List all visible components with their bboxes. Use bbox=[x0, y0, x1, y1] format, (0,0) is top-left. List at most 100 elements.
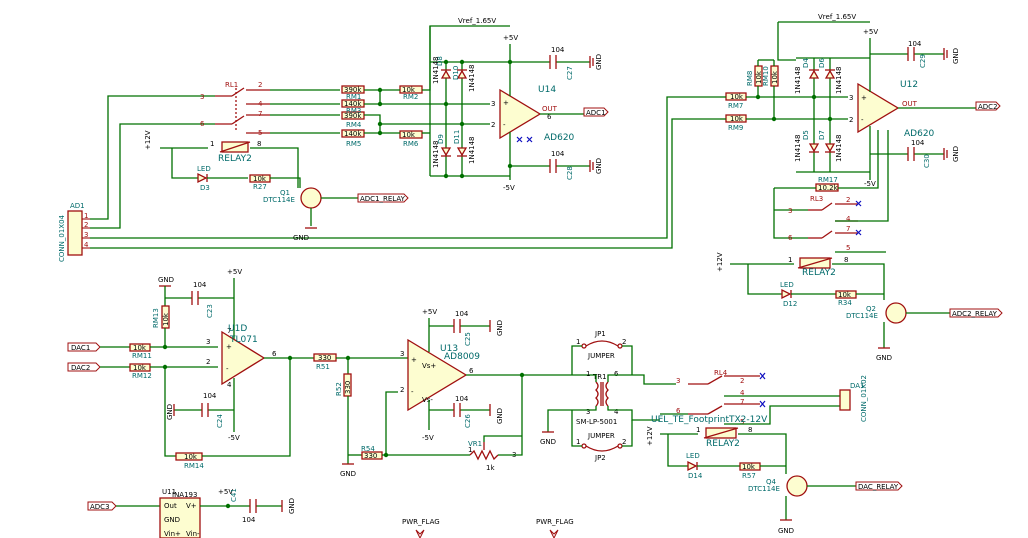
svg-text:C24: C24 bbox=[216, 414, 224, 428]
led-d3 bbox=[197, 172, 208, 184]
jumper-jp2 bbox=[585, 445, 619, 452]
svg-text:GND: GND bbox=[876, 354, 892, 362]
svg-text:C25: C25 bbox=[464, 332, 472, 346]
resistor-value: 10k bbox=[402, 131, 416, 139]
svg-text:3: 3 bbox=[849, 94, 853, 102]
svg-text:6: 6 bbox=[614, 370, 619, 378]
svg-text:4: 4 bbox=[614, 408, 619, 416]
relay-value: RELAY2 bbox=[218, 154, 252, 164]
opamp-u12 bbox=[857, 82, 900, 134]
pin-label: OUT bbox=[902, 100, 918, 108]
svg-text:330: 330 bbox=[318, 354, 331, 362]
svg-text:+5V: +5V bbox=[227, 268, 242, 276]
pin-label: 2 bbox=[84, 221, 88, 229]
resistor-ref: RM5 bbox=[346, 140, 361, 148]
svg-text:RM13: RM13 bbox=[152, 308, 160, 328]
svg-text:6: 6 bbox=[469, 367, 474, 375]
svg-text:10k: 10k bbox=[742, 463, 756, 471]
svg-text:D5: D5 bbox=[802, 130, 810, 140]
svg-text:D14: D14 bbox=[688, 472, 703, 480]
svg-text:-: - bbox=[226, 365, 229, 373]
svg-text:ADC1: ADC1 bbox=[586, 109, 606, 117]
cap-value: 104 bbox=[551, 150, 565, 158]
svg-text:3: 3 bbox=[206, 338, 210, 346]
svg-text:1: 1 bbox=[210, 140, 214, 148]
opamp-ref: U14 bbox=[538, 85, 556, 95]
relay-ref: RL3 bbox=[810, 195, 823, 203]
svg-text:1N4148: 1N4148 bbox=[835, 66, 843, 94]
diode-ref: D9 bbox=[437, 134, 445, 144]
diode-d11 bbox=[456, 147, 468, 157]
resistor-value: 390k bbox=[344, 112, 362, 120]
svg-text:1: 1 bbox=[576, 338, 580, 346]
relay-ref: RL1 bbox=[225, 81, 238, 89]
transistor-q4 bbox=[786, 475, 808, 497]
transformer-tr1 bbox=[595, 381, 609, 407]
svg-text:3: 3 bbox=[586, 408, 590, 416]
svg-text:-5V: -5V bbox=[228, 434, 240, 442]
svg-text:RM17: RM17 bbox=[818, 176, 838, 184]
svg-text:2: 2 bbox=[740, 377, 744, 385]
svg-text:V+: V+ bbox=[186, 502, 197, 510]
svg-text:GND: GND bbox=[166, 404, 174, 420]
svg-text:GND: GND bbox=[778, 527, 794, 535]
svg-text:DA1: DA1 bbox=[850, 382, 865, 390]
svg-text:DAC1: DAC1 bbox=[71, 344, 90, 352]
net-vref: Vref_1.65V bbox=[458, 17, 496, 25]
svg-text:RELAY2: RELAY2 bbox=[706, 439, 740, 449]
svg-text:GND: GND bbox=[496, 320, 504, 336]
diode-ref: D8 bbox=[436, 56, 444, 66]
svg-text:10k: 10k bbox=[253, 175, 267, 183]
jumper-jp1 bbox=[585, 340, 619, 347]
pin-label: 3 bbox=[200, 93, 204, 101]
net-label-adc1-relay bbox=[357, 193, 409, 203]
svg-text:D7: D7 bbox=[818, 130, 826, 140]
svg-text:+: + bbox=[861, 94, 867, 102]
svg-text:10k: 10k bbox=[184, 453, 198, 461]
opamp-value: AD8009 bbox=[444, 352, 480, 362]
pin-label: 6 bbox=[200, 120, 205, 128]
svg-text:Q4: Q4 bbox=[766, 478, 777, 486]
svg-text:4: 4 bbox=[227, 381, 232, 389]
svg-text:+: + bbox=[503, 99, 509, 107]
svg-text:RELAY2: RELAY2 bbox=[802, 268, 836, 278]
svg-text:1: 1 bbox=[696, 426, 700, 434]
svg-text:R57: R57 bbox=[742, 472, 756, 480]
resistor-rm6 bbox=[399, 130, 423, 139]
diode-d9 bbox=[440, 147, 452, 157]
svg-text:+12V: +12V bbox=[646, 426, 654, 446]
svg-text:C30: C30 bbox=[923, 154, 931, 168]
adc1-frontend: 1 2 3 4 AD1 CONN_01X04 RL1 3 2 4 7 6 5 bbox=[58, 17, 720, 262]
net-label-adc2-relay bbox=[949, 308, 1003, 318]
svg-text:U11: U11 bbox=[162, 488, 176, 496]
opamp-ref: U12 bbox=[900, 80, 918, 90]
diode-d8 bbox=[440, 69, 452, 79]
svg-text:+: + bbox=[226, 343, 232, 351]
svg-text:R27: R27 bbox=[253, 183, 267, 191]
cap-value: 104 bbox=[551, 46, 565, 54]
svg-text:Vs+: Vs+ bbox=[422, 362, 436, 370]
opamp-ref: U13 bbox=[440, 344, 458, 354]
svg-text:10k: 10k bbox=[133, 364, 147, 372]
svg-text:ADC1_RELAY: ADC1_RELAY bbox=[360, 195, 406, 203]
svg-text:R34: R34 bbox=[838, 299, 852, 307]
net-label-dac2 bbox=[67, 362, 101, 372]
svg-text:RM14: RM14 bbox=[184, 462, 204, 470]
diode-d10 bbox=[456, 69, 468, 79]
svg-text:RM9: RM9 bbox=[728, 124, 743, 132]
svg-text:1k: 1k bbox=[486, 464, 495, 472]
footprint-label: UEL_TE_FootprintTX2-12V bbox=[651, 415, 768, 425]
svg-text:8: 8 bbox=[748, 426, 752, 434]
gnd-label: GND bbox=[595, 158, 603, 174]
svg-text:1: 1 bbox=[468, 446, 472, 454]
diode-ref: D11 bbox=[453, 130, 461, 144]
svg-text:10k: 10k bbox=[838, 291, 852, 299]
svg-text:DAC2: DAC2 bbox=[71, 364, 90, 372]
svg-text:ADC2: ADC2 bbox=[978, 103, 998, 111]
svg-text:6: 6 bbox=[547, 113, 552, 121]
svg-text:C29: C29 bbox=[919, 54, 927, 68]
svg-text:Q2: Q2 bbox=[866, 305, 876, 313]
svg-text:330: 330 bbox=[344, 381, 352, 394]
svg-text:2: 2 bbox=[846, 196, 850, 204]
diode-value: 1N4148 bbox=[432, 56, 440, 84]
